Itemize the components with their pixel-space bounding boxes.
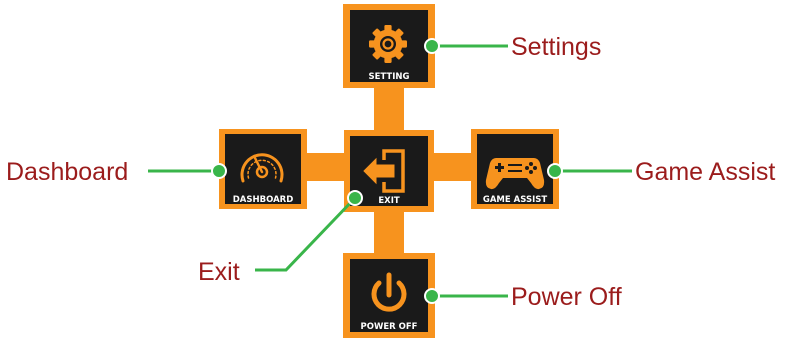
exit-callout-label: Exit — [198, 258, 240, 286]
dashboard-callout-label: Dashboard — [6, 158, 128, 186]
power-icon — [371, 272, 407, 312]
game-assist-callout-label: Game Assist — [635, 158, 775, 186]
exit-icon — [363, 149, 405, 193]
dashboard-button-face — [225, 134, 301, 204]
callout-dots — [211, 38, 563, 304]
dashboard-button[interactable]: DASHBOARD — [219, 129, 307, 209]
power-off-callout-dot — [424, 288, 440, 304]
setting-button[interactable]: SETTING — [343, 4, 435, 88]
exit-callout-line — [255, 196, 357, 272]
exit-button-label: EXIT — [378, 196, 400, 206]
dashboard-button-label: DASHBOARD — [233, 195, 294, 205]
gamepad-icon — [485, 158, 545, 190]
settings-callout-label: Settings — [511, 33, 601, 61]
settings-callout-dot — [424, 38, 440, 54]
game-assist-button[interactable]: GAME ASSIST — [471, 129, 559, 209]
game-assist-button-label: GAME ASSIST — [483, 195, 548, 205]
dashboard-callout-dot — [211, 163, 227, 179]
power-off-button-label: POWER OFF — [361, 322, 418, 332]
exit-button[interactable]: EXIT — [344, 130, 434, 212]
game-assist-callout-dot — [547, 163, 563, 179]
gear-icon — [369, 25, 407, 63]
power-off-callout-label: Power Off — [511, 283, 622, 311]
setting-button-label: SETTING — [369, 72, 410, 82]
speedometer-icon — [240, 153, 284, 183]
callout-lines — [148, 44, 632, 298]
power-off-button[interactable]: POWER OFF — [343, 253, 435, 338]
exit-callout-dot — [347, 190, 363, 206]
